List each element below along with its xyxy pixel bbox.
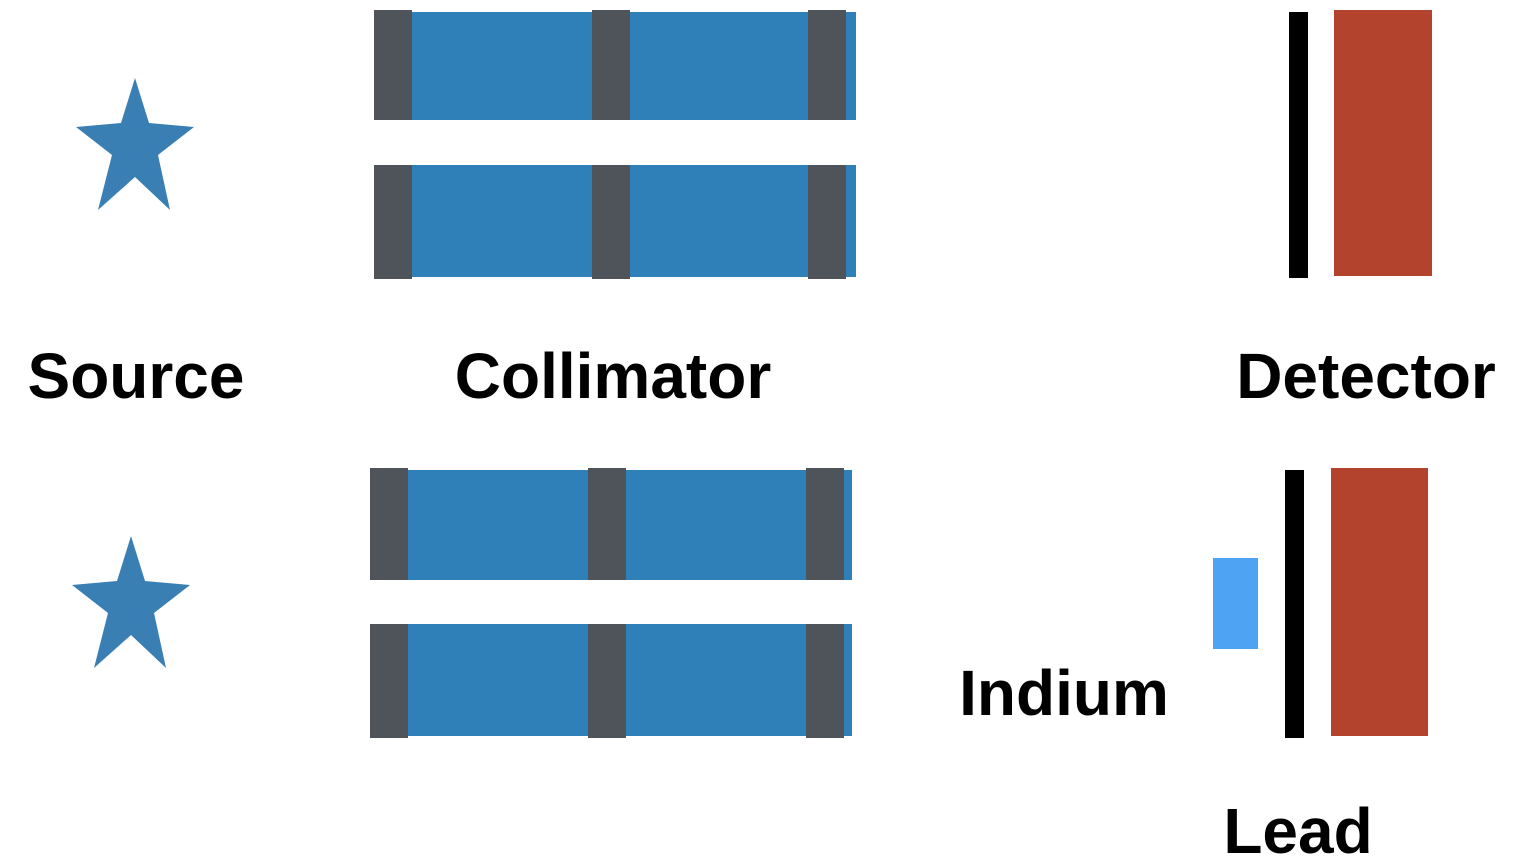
star-icon [76, 78, 194, 210]
collimator-label: Collimator [455, 340, 771, 412]
detector-label: Detector [1236, 340, 1496, 412]
collimator-upper-block [374, 10, 856, 120]
detector-crystal [1334, 10, 1432, 276]
indium-label: Indium [959, 657, 1169, 729]
source-label: Source [28, 340, 245, 412]
lead-sheet [1289, 12, 1308, 278]
bottom-setup [72, 468, 1428, 738]
lead-label: Lead [1223, 795, 1372, 862]
collimator-lower-block [374, 165, 856, 279]
detector-crystal [1331, 468, 1428, 736]
collimator-upper-block [370, 468, 852, 580]
indium-absorber [1213, 558, 1258, 649]
star-icon [72, 536, 190, 668]
top-setup [76, 10, 1432, 279]
collimator-lower-block [370, 624, 852, 738]
lead-sheet [1285, 470, 1304, 738]
